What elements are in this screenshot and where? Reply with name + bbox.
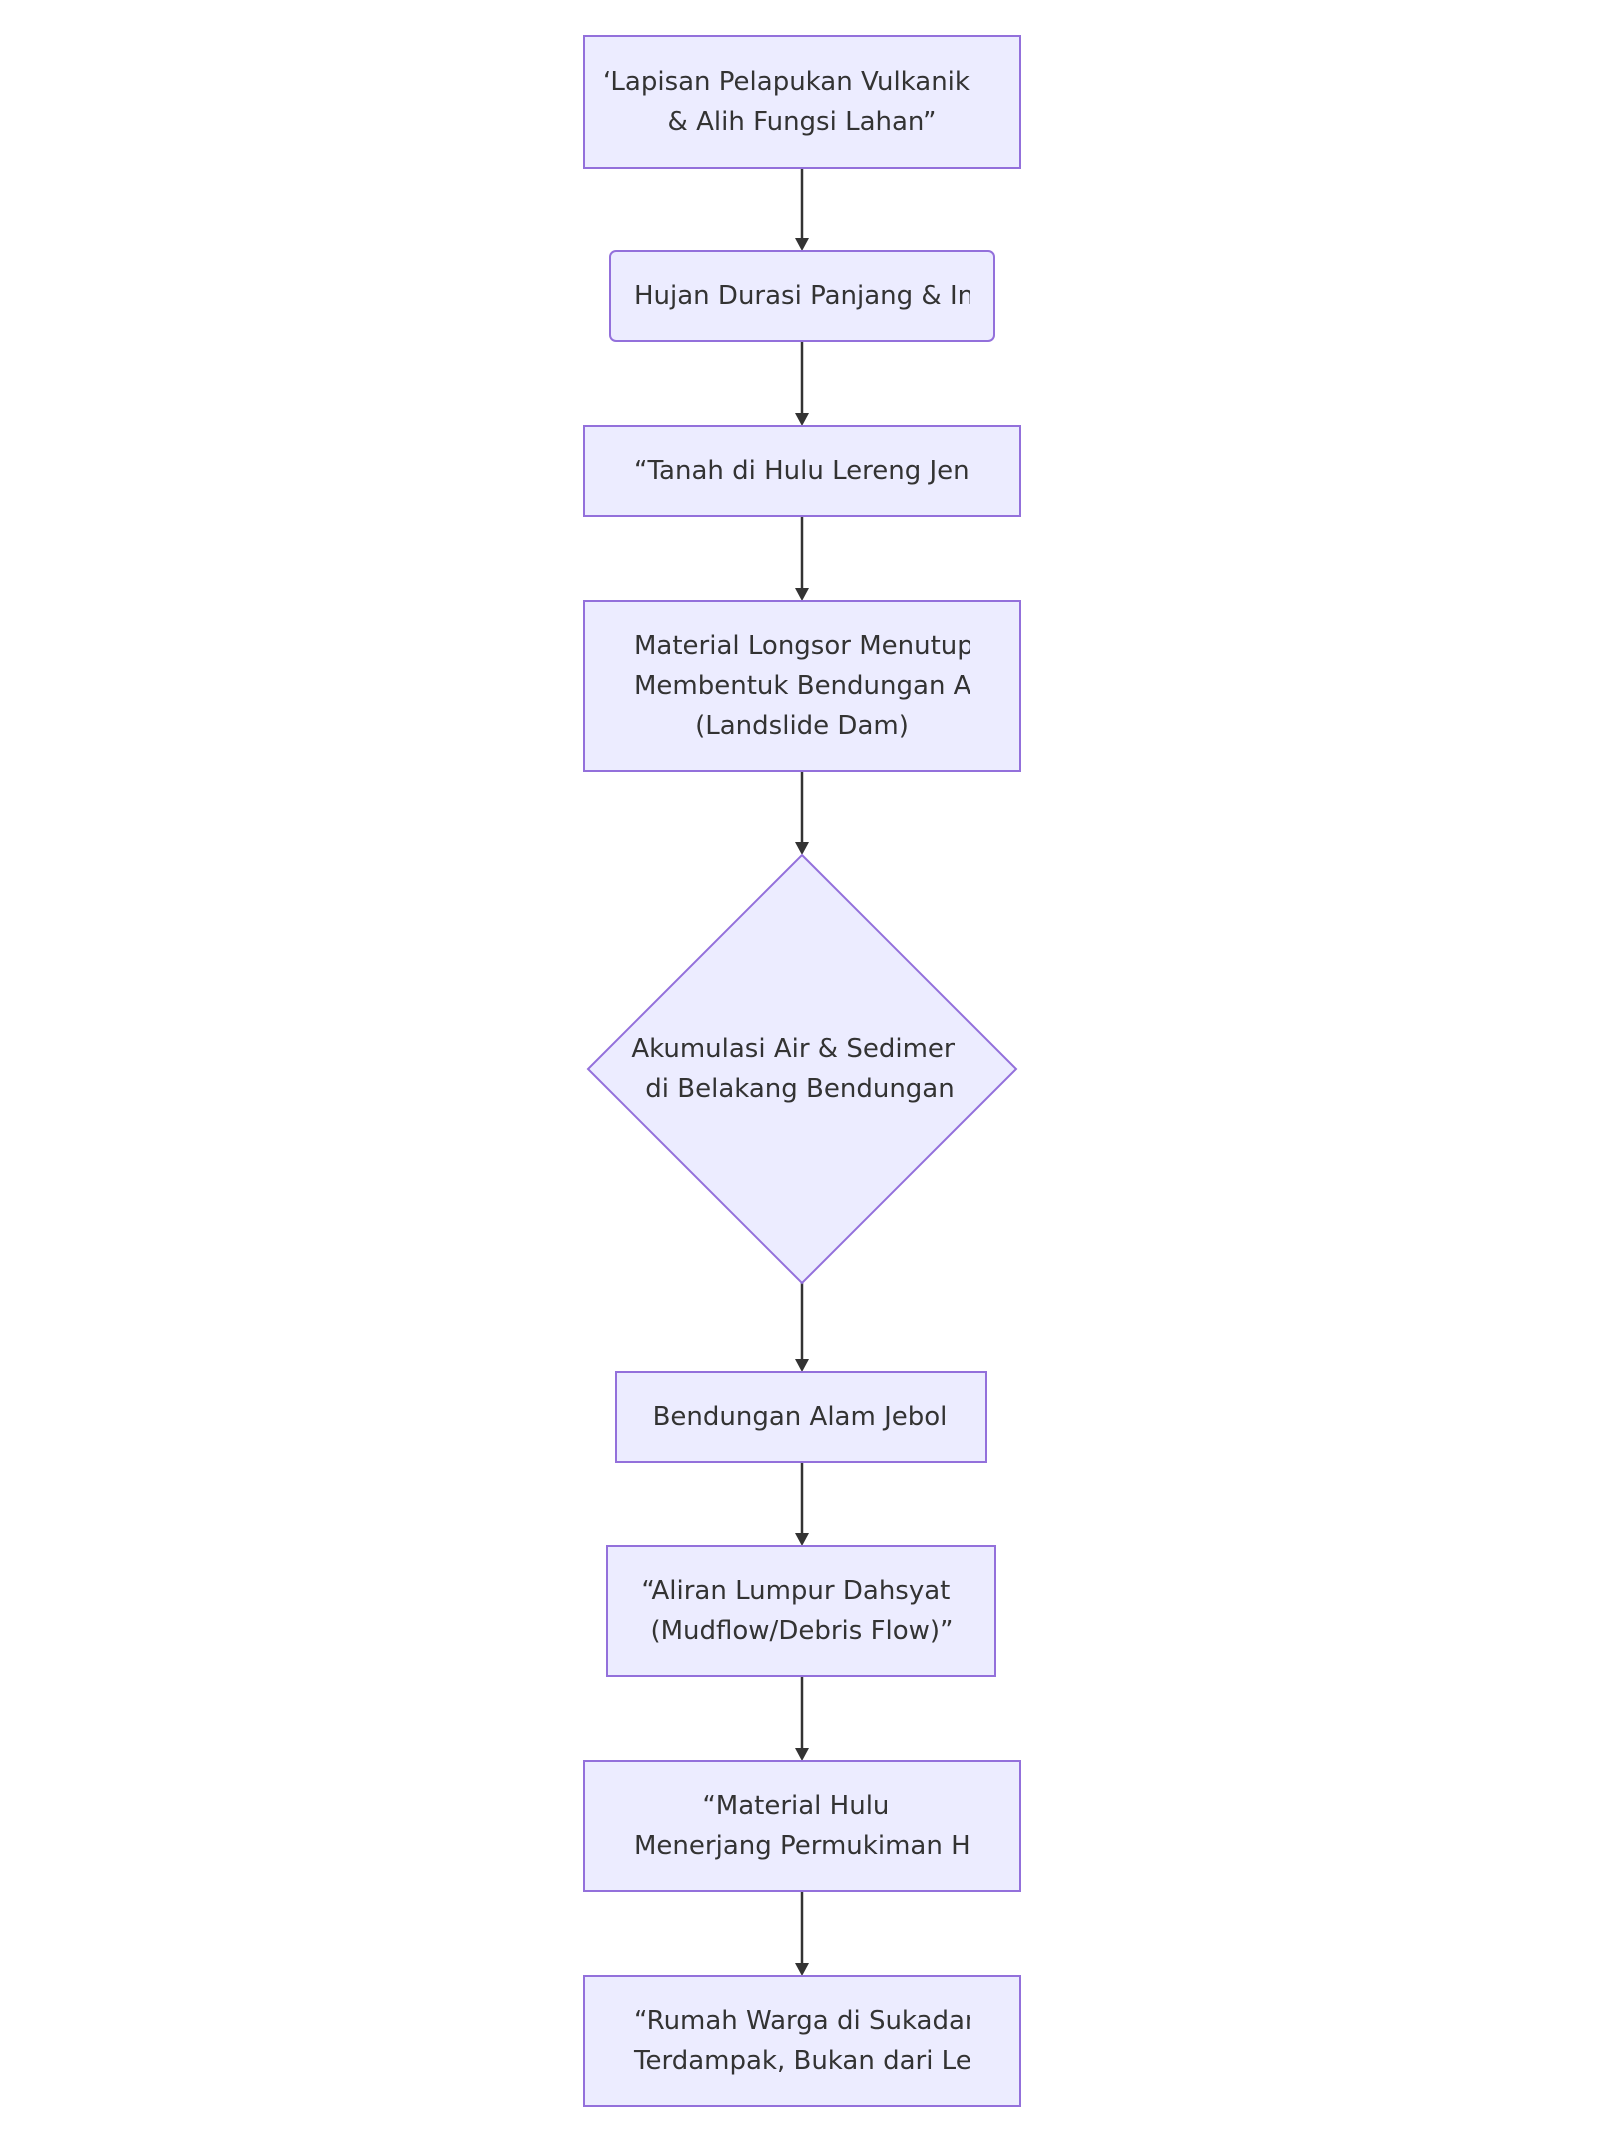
edge-n4-n5: [795, 771, 809, 855]
edge-n8-n9: [795, 1891, 809, 1976]
node-line: “Aliran Lumpur Dahsyat: [641, 1576, 950, 1606]
edge-n6-n7: [795, 1462, 809, 1546]
svg-text:Bendungan Alam Jebol: Bendungan Alam Jebol: [653, 1402, 948, 1432]
node-line: Akumulasi Air & Sedimen: [631, 1034, 960, 1064]
edge-n1-n2: [795, 168, 809, 251]
node-long-intense-rain[interactable]: Hujan Durasi Panjang & Inte: [609, 250, 1000, 342]
node-line: (Mudflow/Debris Flow)”: [650, 1616, 953, 1646]
svg-text:“Aliran Lumpur Dahsyat: “Aliran Lumpur Dahsyat (Mudflow/Debris F…: [641, 1576, 958, 1646]
node-line: Menerjang Permukiman Hilir: [634, 1831, 1003, 1861]
edge-n5-n6: [795, 1283, 809, 1372]
node-line: “Material Hulu: [702, 1791, 889, 1821]
node-line: “Lapisan Pelapukan Vulkanik: [598, 67, 970, 97]
node-line: “Rumah Warga di Sukadami: [634, 2006, 997, 2036]
node-line: & Alih Fungsi Lahan”: [668, 107, 937, 137]
svg-text:“Lapisan Pelapukan Vulkanik: “Lapisan Pelapukan Vulkanik & Alih Fungs…: [598, 67, 978, 137]
svg-text:“Rumah Warga di Sukadami: “Rumah Warga di Sukadami Terdampak, Buka…: [633, 2006, 1006, 2076]
node-mudflow[interactable]: “Aliran Lumpur Dahsyat (Mudflow/Debris F…: [606, 1545, 996, 1677]
node-line: Terdampak, Bukan dari Lere: [633, 2046, 998, 2076]
node-line: Bendungan Alam Jebol: [653, 1402, 948, 1432]
node-line: Material Longsor Menutup Al: [634, 631, 1007, 661]
node-saturated-upslope-soil[interactable]: “Tanah di Hulu Lereng Jenuh: [583, 425, 1021, 517]
node-dam-breach[interactable]: Bendungan Alam Jebol: [615, 1371, 987, 1463]
node-line: Membentuk Bendungan Alam: [634, 671, 1020, 701]
edge-n2-n3: [795, 341, 809, 426]
svg-text:“Tanah di Hulu Lereng Jenuh: “Tanah di Hulu Lereng Jenuh: [634, 456, 1003, 486]
svg-text:Akumulasi Air & Sedimen: Akumulasi Air & Sedimen di Belakang Bend…: [631, 1034, 968, 1104]
svg-text:Hujan Durasi Panjang & Inte: Hujan Durasi Panjang & Inte: [634, 281, 1000, 311]
edge-n7-n8: [795, 1676, 809, 1761]
node-volcanic-weathering[interactable]: “Lapisan Pelapukan Vulkanik & Alih Fungs…: [583, 35, 1021, 169]
node-line: (Landslide Dam): [695, 711, 909, 741]
node-water-accumulation-decision[interactable]: Akumulasi Air & Sedimen di Belakang Bend…: [586, 853, 1018, 1285]
node-downstream-settlement[interactable]: “Material Hulu Menerjang Permukiman Hili…: [583, 1760, 1021, 1892]
node-landslide-dam[interactable]: Material Longsor Menutup Al Membentuk Be…: [583, 600, 1028, 772]
svg-text:Material Longsor Menutup Al: Material Longsor Menutup Al Membentuk Be…: [634, 631, 1028, 741]
node-sukadami-houses[interactable]: “Rumah Warga di Sukadami Terdampak, Buka…: [583, 1975, 1021, 2107]
edges-layer: [795, 168, 809, 1976]
node-line: Hujan Durasi Panjang & Inte: [634, 281, 1000, 311]
node-line: “Tanah di Hulu Lereng Jenuh: [634, 456, 1003, 486]
nodes-layer: “Lapisan Pelapukan Vulkanik & Alih Fungs…: [583, 35, 1028, 2107]
edge-n3-n4: [795, 516, 809, 601]
node-line: di Belakang Bendungan: [645, 1074, 954, 1104]
svg-text:“Material Hulu Menerja: “Material Hulu Menerjang Permukiman Hili…: [634, 1791, 1003, 1861]
